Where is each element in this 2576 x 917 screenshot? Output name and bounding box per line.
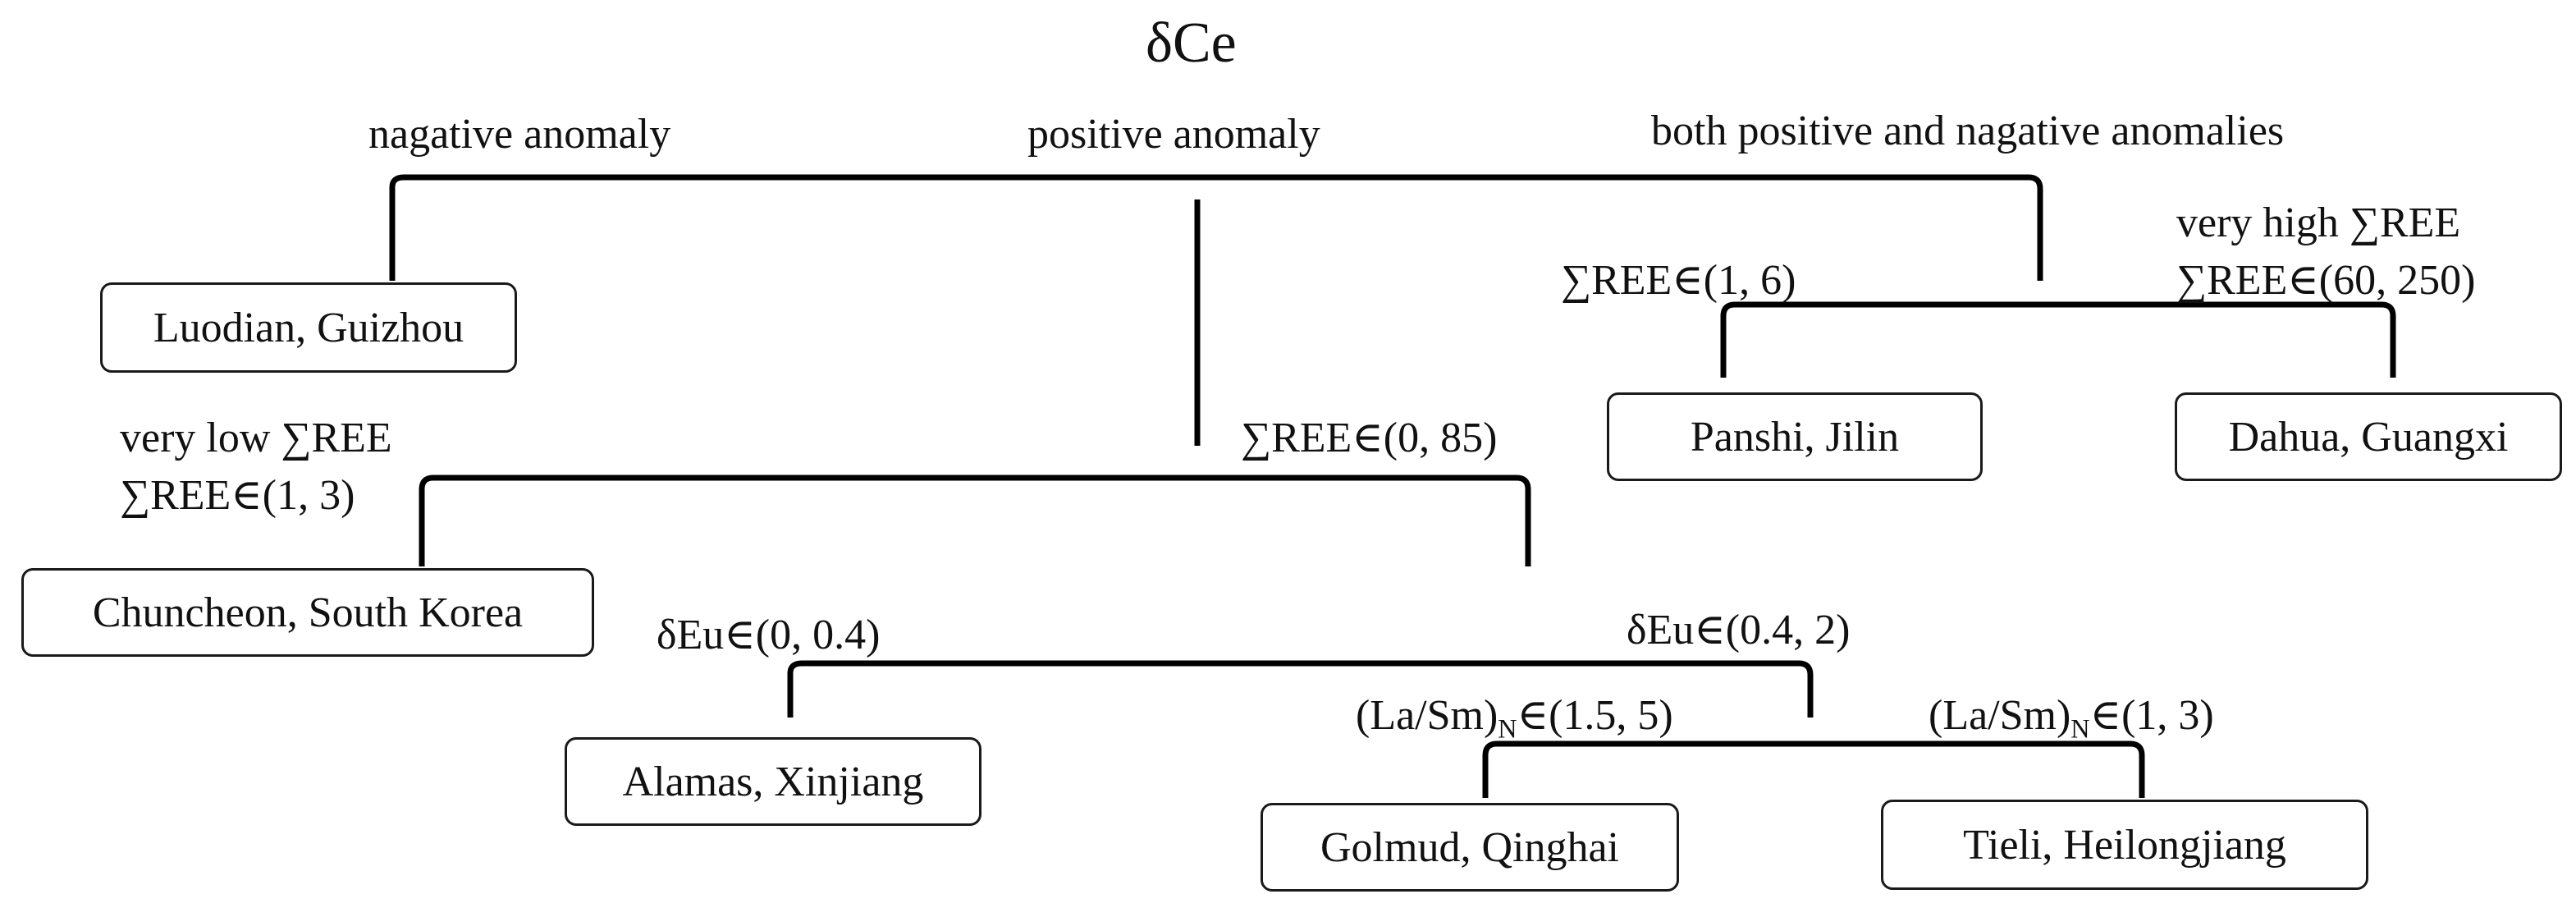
condition-sree-0-85: ∑REE∈(0, 85)	[1241, 415, 1498, 461]
branch-label-negative: nagative anomaly	[368, 111, 671, 158]
both-bracket	[1720, 301, 2396, 378]
lasm-range-1-3: ∈(1, 3)	[2089, 692, 2214, 739]
deu-bracket	[787, 660, 1814, 718]
lasm-ratio-label: (La/Sm)	[1356, 692, 1498, 739]
node-chuncheon: Chuncheon, South Korea	[21, 568, 594, 657]
condition-lasm-1.5-5: (La/Sm)N∈(1.5, 5)	[1356, 692, 1673, 742]
condition-sree-1-6: ∑REE∈(1, 6)	[1561, 257, 1796, 304]
branch-label-both: both positive and nagative anomalies	[1651, 108, 2285, 154]
node-tieli: Tieli, Heilongjiang	[1881, 800, 2368, 890]
lasm-range-1.5-5: ∈(1.5, 5)	[1517, 692, 1673, 739]
branch-label-positive: positive anomaly	[1027, 111, 1320, 158]
positive-bracket	[419, 475, 1531, 566]
node-panshi: Panshi, Jilin	[1607, 392, 1983, 481]
condition-sree-60-250: ∑REE∈(60, 250)	[2176, 257, 2476, 304]
node-luodian: Luodian, Guizhou	[100, 282, 517, 373]
condition-sree-1-3: ∑REE∈(1, 3)	[120, 472, 355, 519]
lasm-subscript: N	[2070, 713, 2090, 744]
condition-deu-0-04: δEu∈(0, 0.4)	[657, 612, 881, 658]
condition-very-low-sree: very low ∑REE	[120, 415, 392, 461]
condition-very-high-sree: very high ∑REE	[2176, 199, 2461, 246]
node-dahua: Dahua, Guangxi	[2175, 392, 2562, 481]
condition-deu-04-2: δEu∈(0.4, 2)	[1627, 607, 1851, 653]
lasm-ratio-label: (La/Sm)	[1929, 692, 2071, 739]
lasm-bracket	[1482, 740, 2145, 798]
condition-lasm-1-3: (La/Sm)N∈(1, 3)	[1929, 692, 2214, 742]
node-golmud: Golmud, Qinghai	[1261, 803, 1679, 892]
diagram-title: δCe	[1146, 11, 1237, 75]
node-alamas: Alamas, Xinjiang	[565, 737, 981, 826]
root-bracket	[389, 174, 2043, 281]
lasm-subscript: N	[1498, 713, 1517, 744]
